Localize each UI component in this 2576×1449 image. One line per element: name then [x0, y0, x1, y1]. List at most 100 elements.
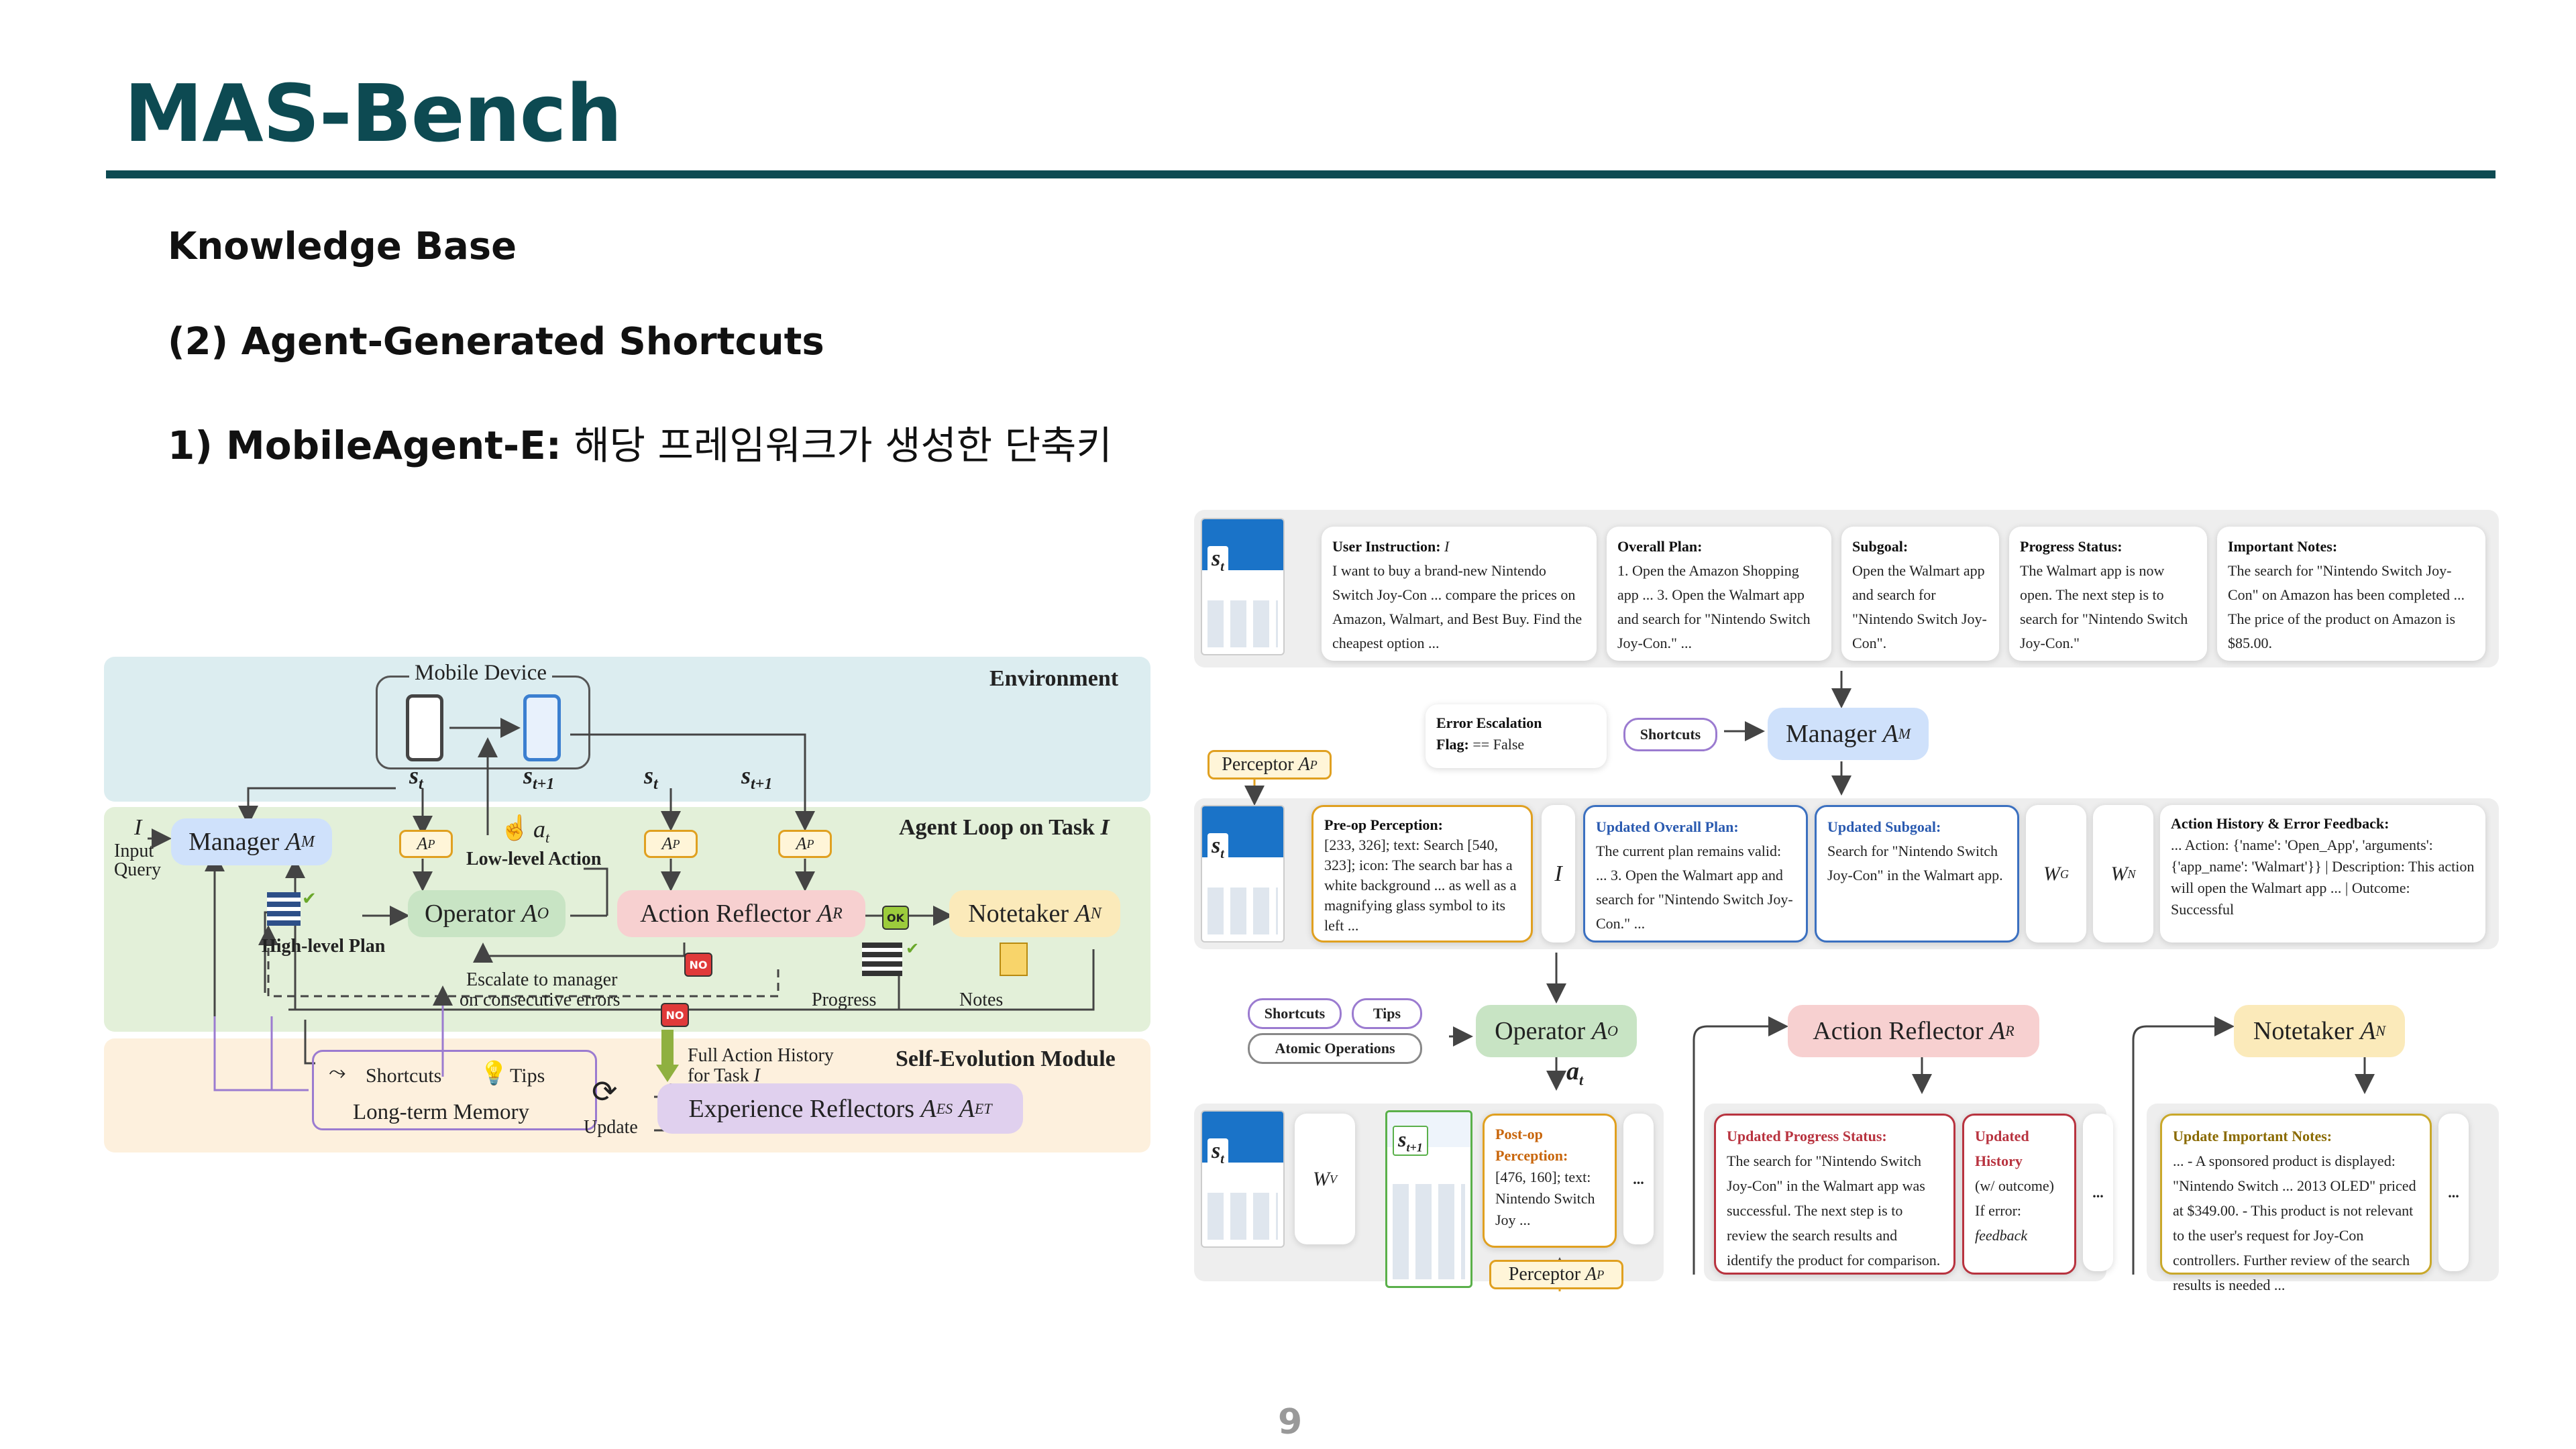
self-evolution-label: Self-Evolution Module — [896, 1046, 1116, 1071]
ap-sub-2: P — [672, 837, 680, 851]
ap-sub-3: P — [806, 837, 814, 851]
operator-right-text: Operator — [1495, 1017, 1586, 1045]
action-history-title: Action History & Error Feedback: — [2171, 815, 2390, 832]
preop-text: [233, 326]; text: Search [540, 323]; ico… — [1324, 837, 1517, 934]
ss1-s: s — [1212, 546, 1221, 571]
perceptor-row3-sym: A — [1585, 1264, 1597, 1285]
st-label-2: st — [644, 761, 658, 794]
slide-title: MAS-Bench — [124, 67, 623, 160]
st-s: s — [409, 762, 419, 789]
right-connectors — [1244, 671, 2375, 1291]
high-level-plan-label: High-level Plan — [262, 936, 386, 957]
ap-sym-3: A — [796, 834, 807, 853]
screenshot-st1: st+1 — [1385, 1110, 1472, 1288]
ss1-sub: t — [1220, 559, 1224, 574]
long-term-memory-frame — [312, 1050, 597, 1130]
at-sub: t — [545, 829, 550, 847]
shortcuts-pill-manager: Shortcuts — [1623, 718, 1717, 751]
environment-panel — [104, 657, 1150, 802]
full-action-history-label: Full Action History — [688, 1045, 834, 1066]
exp-sub-2: ET — [974, 1099, 992, 1117]
action-reflector-right-sym: A — [1990, 1017, 2006, 1045]
screenshot-st-row3: st — [1201, 1110, 1285, 1248]
environment-label: Environment — [989, 666, 1119, 691]
no-badge-2: NO — [661, 1003, 689, 1027]
updated-subgoal-text: Search for "Nintendo Switch Joy-Con" in … — [1827, 843, 2003, 883]
manager-right-text: Manager — [1785, 720, 1876, 748]
preop-perception-card: Pre-op Perception: [233, 326]; text: Sea… — [1311, 805, 1533, 943]
mobile-device-label: Mobile Device — [409, 661, 553, 686]
manager-right-sym: A — [1882, 720, 1898, 748]
overall-plan-card: Overall Plan: 1. Open the Amazon Shoppin… — [1607, 527, 1831, 661]
escalate-label-2: on consecutive errors — [460, 989, 621, 1010]
input-label: Input — [114, 841, 154, 861]
hand-pointer-icon: ☝ — [500, 814, 530, 841]
route-icon: ⤳ — [329, 1060, 346, 1084]
ss2-sub: t — [1220, 846, 1224, 861]
perceptor-row2-sub: P — [1309, 757, 1318, 771]
escalate-label-1: Escalate to manager — [466, 969, 618, 990]
postop-title: Post-op Perception: — [1495, 1126, 1568, 1164]
left-diagram: Environment Agent Loop on Task I Self-Ev… — [101, 654, 1154, 1164]
notetaker-right-sym: A — [2360, 1017, 2376, 1045]
error-escalation-title: Error Escalation — [1436, 714, 1542, 731]
updated-history-feedback: feedback — [1975, 1227, 2028, 1244]
heading-knowledge-base: Knowledge Base — [168, 225, 517, 268]
progress-check-icon: ✔ — [906, 941, 920, 958]
update-notes-card: Update Important Notes:... - A sponsored… — [2160, 1114, 2432, 1293]
action-history-card: Action History & Error Feedback: ... Act… — [2160, 805, 2485, 943]
updated-history-title: Updated History — [1975, 1128, 2029, 1169]
for-task-text: for Task — [688, 1065, 754, 1086]
operator-right-sym: A — [1591, 1017, 1607, 1045]
updated-subgoal-card: Updated Subgoal: Search for "Nintendo Sw… — [1815, 805, 2019, 943]
notetaker-symbol: A — [1075, 900, 1091, 928]
check-icon: ✔ — [302, 889, 317, 908]
screenshot-st-row1: st — [1201, 518, 1285, 655]
action-reflector-right-sub: R — [2005, 1022, 2015, 1039]
operator-text: Operator — [424, 900, 515, 928]
no-badge-1: NO — [684, 953, 712, 977]
ap-sym-2: A — [661, 834, 673, 853]
page-number: 9 — [1278, 1402, 1303, 1442]
important-notes-card: Important Notes:The search for "Nintendo… — [2217, 527, 2485, 661]
manager-text: Manager — [189, 828, 280, 856]
atomic-operations-pill: Atomic Operations — [1248, 1033, 1422, 1064]
notetaker-right-text: Notetaker — [2253, 1017, 2354, 1045]
tips-pill: Tips — [1352, 998, 1422, 1029]
action-history-text: ... Action: {'name': 'Open_App', 'argume… — [2171, 837, 2475, 918]
notetaker-text: Notetaker — [968, 900, 1069, 928]
ss4-sub: t+1 — [1406, 1140, 1423, 1155]
action-at-right: at — [1566, 1057, 1583, 1089]
postop-perception-card: Post-op Perception:[476, 160]; text: Nin… — [1483, 1114, 1617, 1248]
refresh-icon: ⟳ — [592, 1075, 618, 1109]
st2-sub: t — [653, 775, 658, 794]
st1-s: s — [523, 762, 533, 789]
action-at-label: at — [533, 815, 549, 847]
heading-mobileagent-e-desc: 해당 프레임워크가 생성한 단축키 — [561, 423, 1112, 468]
flag-label: Flag: — [1436, 736, 1473, 753]
subgoal-card: Subgoal: Open the Walmart app and search… — [1841, 527, 1999, 661]
heading-mobileagent-e: 1) MobileAgent-E: 해당 프레임워크가 생성한 단축키 — [168, 414, 1112, 470]
screenshot-st-label: st — [1208, 546, 1228, 575]
screenshot-st-label-2: st — [1208, 833, 1228, 862]
ap-sub-1: P — [427, 837, 435, 851]
st2-s: s — [644, 762, 654, 789]
perceptor-row2-text: Perceptor — [1222, 754, 1294, 775]
low-level-action-label: Low-level Action — [466, 849, 602, 869]
user-instruction-text: I want to buy a brand-new Nintendo Switc… — [1332, 562, 1582, 651]
notes-icon — [1000, 943, 1028, 976]
agent-loop-label-text: Agent Loop on Task — [899, 815, 1101, 840]
st1-label-2: st+1 — [741, 761, 772, 794]
row3-ellipsis-3: ... — [2438, 1114, 2469, 1271]
